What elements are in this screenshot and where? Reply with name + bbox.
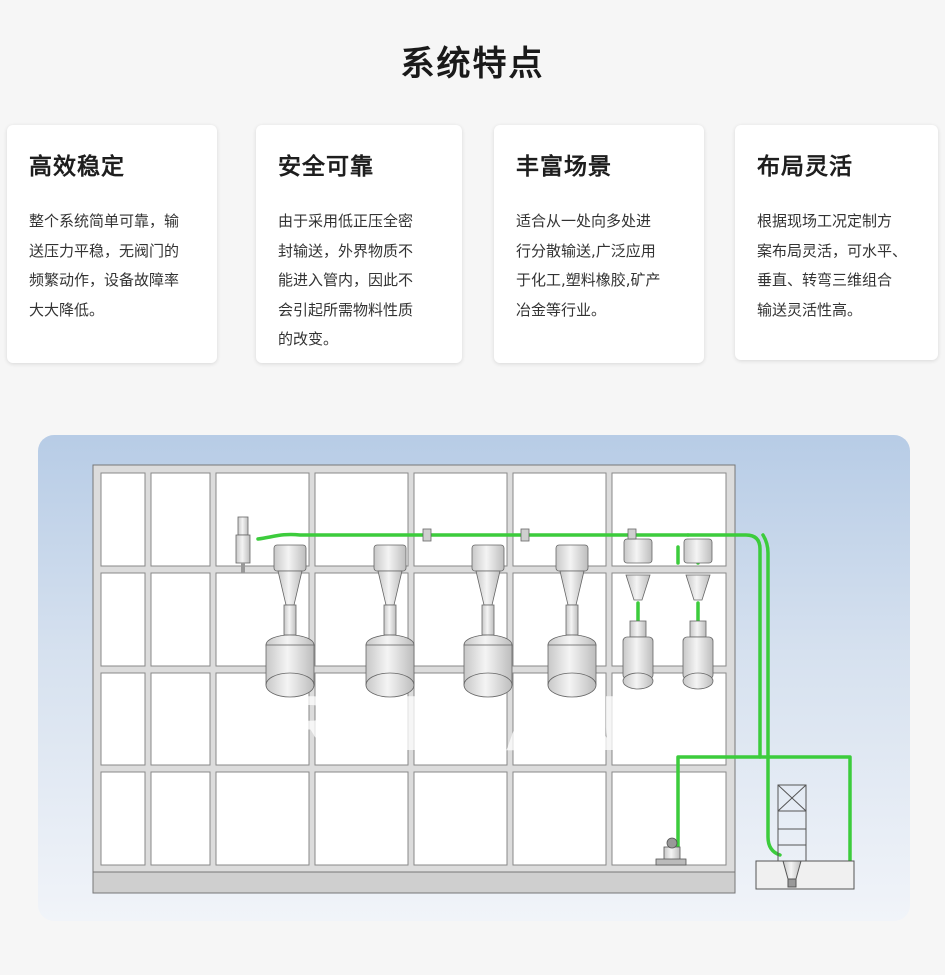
blower-unit [655, 837, 687, 866]
feature-card-safe: 安全可靠 由于采用低正压全密 封输送，外界物质不 能进入管内，因此不 会引起所需… [256, 125, 462, 363]
plant-illustration: RUITIAN [92, 464, 855, 894]
feature-title: 布局灵活 [757, 154, 853, 180]
pipe-feeders [422, 528, 637, 542]
reactor-units [265, 538, 714, 698]
feature-description: 整个系统简单可靠，输 送压力平稳，无阀门的 频繁动作，设备故障率 大大降低。 [29, 212, 180, 319]
conveying-system-diagram: RUITIAN [38, 435, 910, 921]
reactor-unit-2 [365, 544, 415, 698]
reactor-unit-4 [547, 544, 597, 698]
feature-title: 高效稳定 [29, 154, 125, 180]
feature-card-stable: 高效稳定 整个系统简单可靠，输 送压力平稳，无阀门的 频繁动作，设备故障率 大大… [7, 125, 217, 363]
page-title: 系统特点 [400, 44, 545, 84]
feature-card-scenarios: 丰富场景 适合从一处向多处进 行分散输送,广泛应用 于化工,塑料橡胶,矿产 冶金… [494, 125, 704, 363]
reactor-unit-6 [682, 538, 714, 690]
feature-description: 适合从一处向多处进 行分散输送,广泛应用 于化工,塑料橡胶,矿产 冶金等行业。 [516, 212, 661, 319]
cyclone-separator [235, 516, 251, 573]
feature-description: 由于采用低正压全密 封输送，外界物质不 能进入管内，因此不 会引起所需物料性质 … [278, 212, 414, 348]
reactor-unit-5 [622, 538, 654, 690]
feature-title: 安全可靠 [278, 154, 374, 180]
feature-card-flexible: 布局灵活 根据现场工况定制方 案布局灵活，可水平、 垂直、转弯三维组合 输送灵活… [735, 125, 938, 360]
reactor-unit-3 [463, 544, 513, 698]
reactor-unit-1 [265, 544, 315, 698]
feature-title: 丰富场景 [516, 154, 612, 180]
feature-description: 根据现场工况定制方 案布局灵活，可水平、 垂直、转弯三维组合 输送灵活性高。 [757, 212, 908, 319]
storage-silo-tower [755, 784, 855, 890]
